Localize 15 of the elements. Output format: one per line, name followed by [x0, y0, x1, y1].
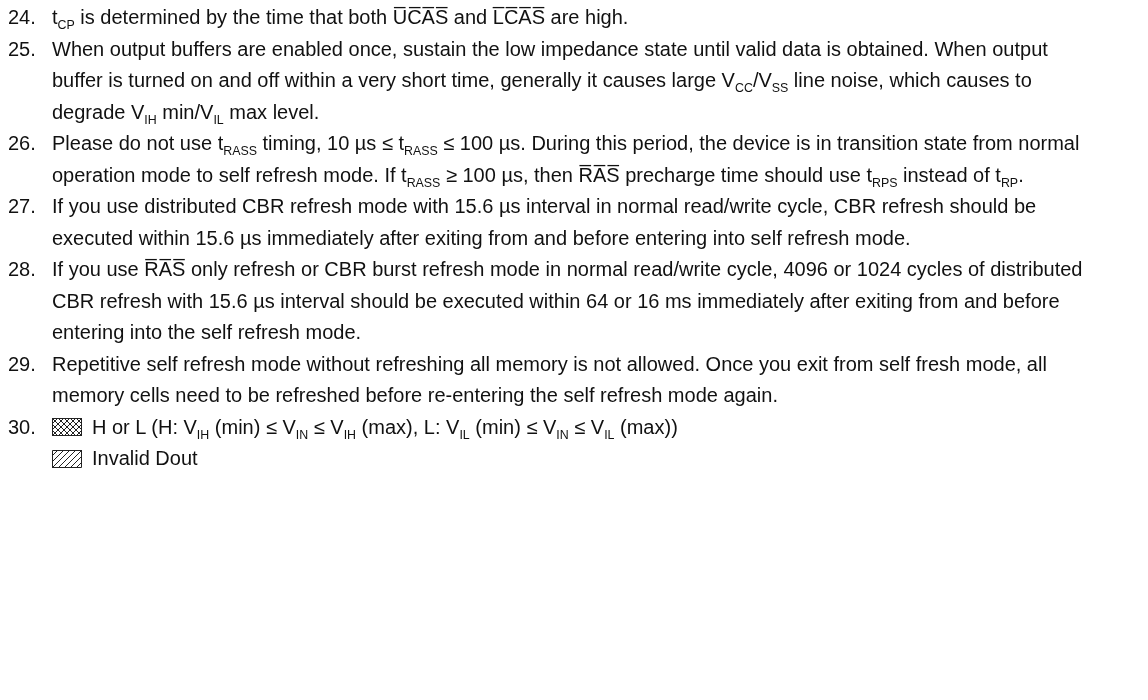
note-text: t$_{CP}$ is determined by the time that both U̅C̅A̅S̅ and L̅C̅A̅S̅ are high.: [52, 5, 630, 34]
note-number: 30.: [8, 414, 36, 440]
note-number: 29.: [8, 351, 36, 377]
note-number: 27.: [8, 194, 36, 219]
note-text: Please do not use t$_{RASS}$ timing, 10 µs ≤ t$_{RASS}$ ≤ 100 µs. During this period, the device is in transition state from normal operation mode to self refresh mode. If t$_{RASS}$ ≥ 100 µs, then R̅A̅S̅ precharge time should use t$_{RPS}$ instead of t$_{RP}$.: [52, 131, 1081, 191]
note-number: 24.: [8, 5, 36, 30]
note-number: 26.: [8, 131, 36, 156]
note-number: 28.: [8, 257, 36, 282]
legend-text: Invalid Dout: [92, 446, 198, 471]
note-text: If you use R̅A̅S̅ only refresh or CBR burst refresh mode in normal read/write cycle, 4096 or 1024 cycles of distributed CBR refresh with 15.6 µs interval should be executed within 64 or 16 ms immediately after exiting from and before entering into the self refresh mode.: [52, 257, 1084, 345]
legend-text: H or L (H: V$_{IH}$ (min) ≤ V$_{IN}$ ≤ V$_{IH}$ (max), L: V$_{IL}$ (min) ≤ V$_{IN}$ ≤ V$_{IL}$ (max)): [92, 414, 678, 443]
note-text: Repetitive self refresh mode without refreshing all memory is not allowed. Once you exit from self fresh mode, all memory cells need to be refreshed before re-entering the self refresh mode again.: [52, 351, 1048, 408]
note-text: If you use distributed CBR refresh mode with 15.6 µs interval in normal read/write cycle, CBR refresh should be executed within 15.6 µs immediately after exiting from and before entering into self refresh mode.: [52, 194, 1038, 251]
note-number: 25.: [8, 36, 36, 62]
note-text: When output buffers are enabled once, sustain the low impedance state until valid data is obtained. When output buffer is turned on and off within a very short time, generally it causes large V$_{CC}$/V$_{SS}$ line noise, which causes to degrade V$_{IH}$ min/V$_{IL}$ max level.: [52, 36, 1049, 128]
